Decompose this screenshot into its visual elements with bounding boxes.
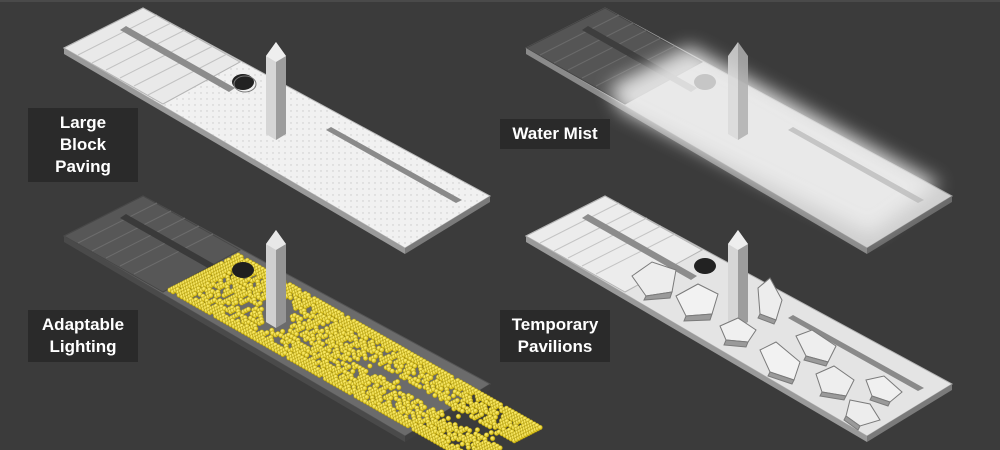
reflecting-strip [326, 127, 462, 203]
pavilion [795, 329, 837, 367]
obelisk [728, 42, 748, 140]
paving-joints [77, 202, 214, 275]
pavilion [759, 341, 801, 385]
light-dot [216, 292, 222, 298]
light-dot [455, 413, 462, 420]
label-line: Water Mist [512, 124, 598, 143]
light-dot [445, 415, 451, 421]
pavilion [843, 399, 881, 431]
pavilion [675, 283, 719, 322]
light-dot [362, 355, 369, 361]
light-dot [417, 384, 423, 390]
pavilion [757, 277, 783, 325]
label-line: Large Block [59, 113, 107, 154]
pavilions [631, 261, 903, 431]
label-line: Temporary [511, 315, 599, 334]
pavilion [719, 317, 757, 348]
light-dot [323, 333, 329, 339]
light-dot [389, 368, 395, 374]
light-dot [537, 424, 543, 431]
label-large-block-paving: Large Block Paving [28, 108, 138, 182]
panel-paving [62, 7, 492, 254]
light-dot [490, 435, 496, 442]
light-dot [287, 295, 294, 301]
light-dot [396, 384, 402, 391]
light-dot [300, 325, 306, 331]
light-dot [465, 445, 471, 450]
label-line: Adaptable [41, 315, 125, 334]
light-dot [259, 319, 265, 325]
paving-joints [539, 202, 676, 275]
panel-mist [524, 7, 954, 254]
light-dot [225, 300, 232, 306]
obelisk [266, 230, 286, 328]
light-dot [208, 292, 214, 299]
label-adaptable-lighting: Adaptable Lighting [28, 310, 138, 362]
light-dot [487, 424, 493, 430]
obelisk [728, 230, 748, 328]
light-dot [459, 441, 465, 447]
light-dot [233, 299, 239, 306]
light-dot [381, 389, 387, 395]
light-dot [432, 392, 438, 399]
label-temporary-pavilions: Temporary Pavilions [500, 310, 610, 362]
block-zone [62, 195, 242, 293]
light-dot [428, 375, 434, 381]
light-dot [450, 393, 457, 399]
light-dot [497, 445, 503, 450]
light-dot [257, 300, 263, 306]
light-dot [422, 404, 428, 410]
obelisk [266, 42, 286, 140]
light-dot [245, 306, 252, 312]
light-dot [439, 412, 445, 418]
light-dot [325, 319, 331, 325]
top-edge [0, 0, 1000, 2]
light-dot [264, 330, 270, 336]
light-dot [390, 384, 397, 390]
pavilion [631, 261, 677, 301]
light-dot [459, 408, 466, 414]
paving-joints [539, 14, 676, 87]
label-water-mist: Water Mist [500, 119, 610, 149]
label-line: Paving [55, 157, 111, 176]
paving-joints [77, 14, 228, 96]
panel-pavilions [524, 195, 954, 442]
light-dot [347, 357, 353, 363]
light-dot [367, 363, 373, 369]
light-dot [488, 430, 494, 436]
light-dot [479, 411, 485, 418]
light-dot [397, 367, 403, 374]
light-dot [371, 358, 377, 364]
light-dot [473, 408, 479, 414]
block-zone [62, 7, 242, 105]
light-dot [346, 364, 352, 370]
light-dot [320, 321, 326, 327]
light-dot [355, 356, 361, 362]
panel-lighting [62, 195, 543, 450]
light-dot [411, 370, 417, 376]
light-dot [290, 316, 296, 323]
light-dot [366, 380, 372, 386]
light-dot [409, 394, 415, 401]
label-line: Lighting [49, 337, 117, 356]
light-dot [394, 379, 401, 385]
reflecting-strip [120, 26, 235, 92]
pavilion [815, 365, 855, 401]
pavilion [865, 375, 903, 407]
mist-cloud [610, 46, 940, 234]
light-dot [192, 291, 198, 297]
label-line: Pavilions [517, 337, 593, 356]
